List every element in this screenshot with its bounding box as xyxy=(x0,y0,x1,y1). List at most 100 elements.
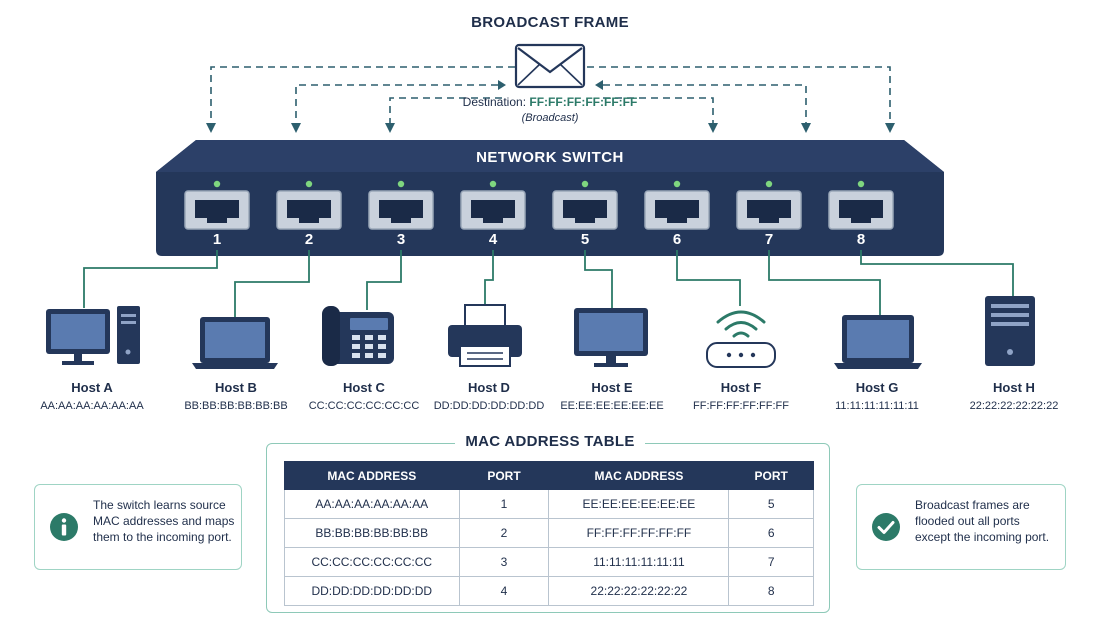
table-cell: 11:11:11:11:11:11 xyxy=(548,547,730,577)
table-row: CC:CC:CC:CC:CC:CC 3 11:11:11:11:11:11 7 xyxy=(284,547,814,577)
port-number-2: 2 xyxy=(304,231,314,248)
table-cell: 3 xyxy=(458,547,550,577)
cable-host-f xyxy=(676,250,741,306)
host-mac-g: 11:11:11:11:11:11 xyxy=(835,400,919,412)
frame-title: BROADCAST FRAME xyxy=(471,14,629,31)
learning-note-text: The switch learns source MAC addresses a… xyxy=(93,498,235,544)
cable-host-b xyxy=(234,250,310,318)
broadcast-arrow-port-7 xyxy=(603,84,811,133)
ip-phone-icon xyxy=(322,306,394,366)
host-name-f: Host F xyxy=(720,380,762,395)
switch-label: NETWORK SWITCH xyxy=(476,149,624,166)
host-name-c: Host C xyxy=(343,380,385,395)
table-cell: 6 xyxy=(728,518,814,548)
rj45-jack-icon xyxy=(195,200,239,223)
host-name-h: Host H xyxy=(993,380,1035,395)
table-cell: AA:AA:AA:AA:AA:AA xyxy=(284,489,460,519)
desktop-pc-icon xyxy=(46,306,140,365)
port-led-icon xyxy=(213,180,221,188)
host-mac-b: BB:BB:BB:BB:BB:BB xyxy=(184,400,288,412)
destination-label: Destination: xyxy=(462,95,527,109)
flooding-note-text: Broadcast frames are flooded out all por… xyxy=(915,498,1050,544)
port-number-8: 8 xyxy=(856,231,866,248)
host-name-g: Host G xyxy=(855,380,899,395)
network-switch xyxy=(156,140,944,256)
port-led-icon xyxy=(305,180,313,188)
table-cell: 5 xyxy=(728,489,814,519)
learning-note: The switch learns source MAC addresses a… xyxy=(34,484,242,570)
cable-host-c xyxy=(366,250,402,310)
laptop-icon xyxy=(834,315,922,369)
table-cell: CC:CC:CC:CC:CC:CC xyxy=(284,547,460,577)
flooding-note: Broadcast frames are flooded out all por… xyxy=(856,484,1066,570)
cable-host-e xyxy=(584,250,613,308)
table-row: DD:DD:DD:DD:DD:DD 4 22:22:22:22:22:22 8 xyxy=(284,576,814,606)
wifi-router-icon xyxy=(706,310,776,368)
broadcast-arrow-port-8 xyxy=(587,66,895,133)
port-led-icon xyxy=(489,180,497,188)
table-cell: 4 xyxy=(458,576,550,606)
arrow-tips xyxy=(498,80,603,90)
port-led-icon xyxy=(765,180,773,188)
table-cell: 2 xyxy=(458,518,550,548)
switch-port-1 xyxy=(184,180,250,230)
host-mac-e: EE:EE:EE:EE:EE:EE xyxy=(560,400,664,412)
table-row: BB:BB:BB:BB:BB:BB 2 FF:FF:FF:FF:FF:FF 6 xyxy=(284,518,814,548)
laptop-icon xyxy=(192,317,278,369)
port-number-3: 3 xyxy=(396,231,406,248)
rj45-jack-icon xyxy=(563,200,607,223)
cable-host-g xyxy=(768,250,881,316)
broadcast-arrow-port-2 xyxy=(291,84,498,133)
host-mac-f: FF:FF:FF:FF:FF:FF xyxy=(693,400,789,412)
host-name-a: Host A xyxy=(71,380,113,395)
cable-host-h xyxy=(860,250,1014,296)
rj45-jack-icon xyxy=(379,200,423,223)
info-icon xyxy=(50,513,78,541)
table-cell: EE:EE:EE:EE:EE:EE xyxy=(548,489,730,519)
cable-host-a xyxy=(83,250,218,308)
server-tower-icon xyxy=(985,296,1035,366)
check-circle-icon xyxy=(872,513,900,541)
port-led-icon xyxy=(581,180,589,188)
port-led-icon xyxy=(397,180,405,188)
port-number-4: 4 xyxy=(488,231,498,248)
destination-mac: FF:FF:FF:FF:FF:FF xyxy=(529,95,638,109)
mac-address-table: MAC ADDRESS PORT MAC ADDRESS PORT AA:AA:… xyxy=(284,461,814,606)
host-name-e: Host E xyxy=(591,380,633,395)
table-cell: DD:DD:DD:DD:DD:DD xyxy=(284,576,460,606)
table-cell: FF:FF:FF:FF:FF:FF xyxy=(548,518,730,548)
host-name-d: Host D xyxy=(468,380,510,395)
cable-host-d xyxy=(484,250,494,306)
broadcast-arrow-port-1 xyxy=(206,66,515,133)
switch-port-7 xyxy=(736,180,802,230)
table-row: AA:AA:AA:AA:AA:AA 1 EE:EE:EE:EE:EE:EE 5 xyxy=(284,489,814,519)
host-mac-h: 22:22:22:22:22:22 xyxy=(969,400,1059,412)
broadcast-arrows xyxy=(206,66,895,133)
table-cell: BB:BB:BB:BB:BB:BB xyxy=(284,518,460,548)
monitor-icon xyxy=(574,308,648,367)
destination-line: Destination: FF:FF:FF:FF:FF:FF xyxy=(0,95,1100,109)
switch-port-6 xyxy=(644,180,710,230)
broadcast-arrow-port-6 xyxy=(603,97,718,133)
column-header: MAC ADDRESS xyxy=(284,461,460,490)
column-header: PORT xyxy=(728,461,814,490)
rj45-jack-icon xyxy=(747,200,791,223)
port-led-icon xyxy=(673,180,681,188)
cables xyxy=(83,250,1014,318)
table-cell: 7 xyxy=(728,547,814,577)
port-led-icon xyxy=(857,180,865,188)
envelope-icon xyxy=(514,43,586,89)
table-cell: 22:22:22:22:22:22 xyxy=(548,576,730,606)
port-number-7: 7 xyxy=(764,231,774,248)
switch-port-5 xyxy=(552,180,618,230)
broadcast-arrow-port-3 xyxy=(385,97,502,133)
printer-icon xyxy=(448,304,522,367)
rj45-jack-icon xyxy=(471,200,515,223)
host-mac-d: DD:DD:DD:DD:DD:DD xyxy=(433,400,545,412)
port-number-1: 1 xyxy=(212,231,222,248)
switch-port-3 xyxy=(368,180,434,230)
table-header-row: MAC ADDRESS PORT MAC ADDRESS PORT xyxy=(284,461,814,490)
rj45-jack-icon xyxy=(839,200,883,223)
